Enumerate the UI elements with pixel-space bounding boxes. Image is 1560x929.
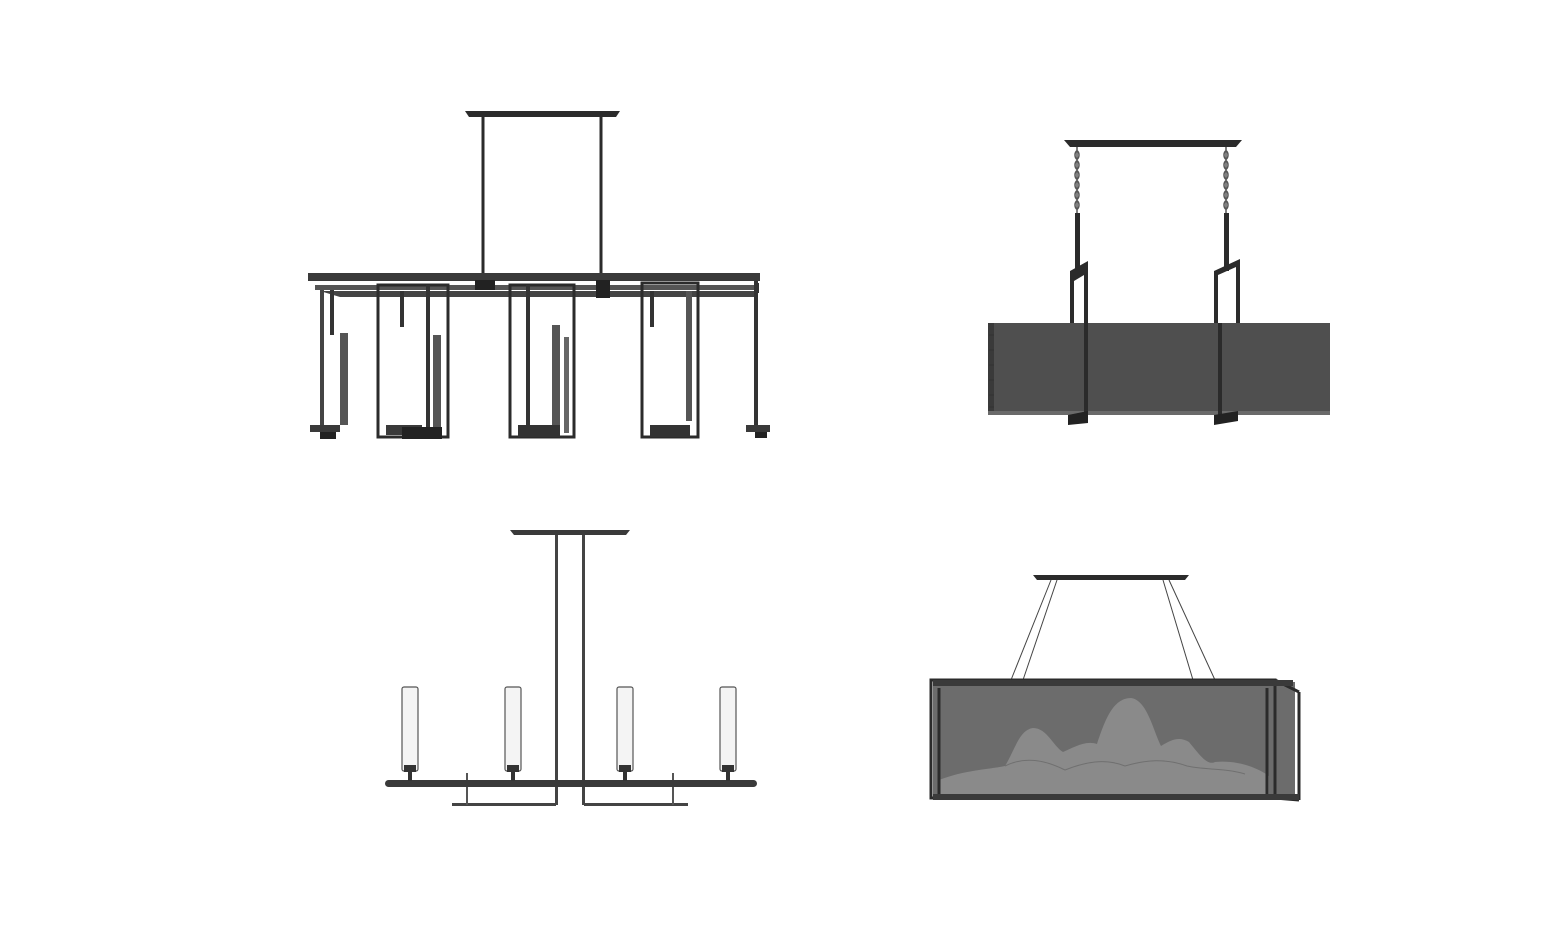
chandelier-candle-icon [385,530,757,806]
chandelier-cage-icon [308,111,770,439]
linear-cage-pendant [300,105,770,445]
chandelier-landscape-icon [929,575,1301,802]
drum-shade-pendant [980,135,1340,430]
candle-bar-pendant [380,525,765,815]
chandelier-shade-icon [988,140,1330,425]
landscape-box-pendant [925,570,1305,805]
